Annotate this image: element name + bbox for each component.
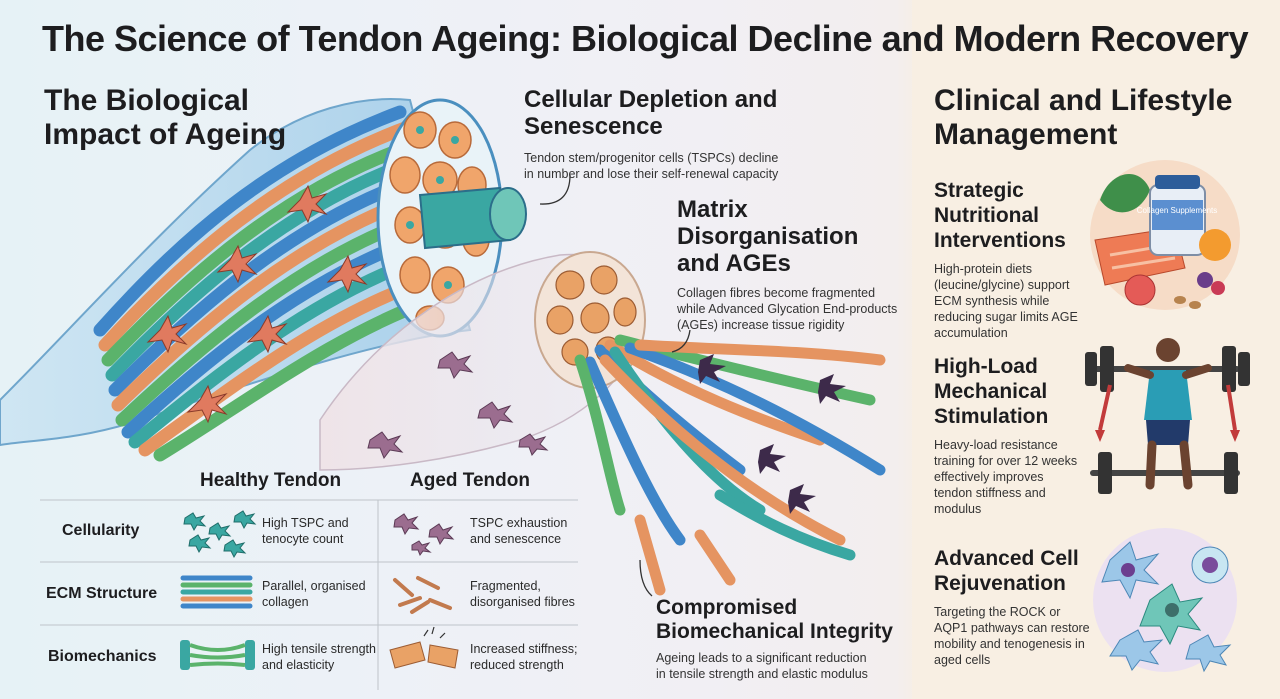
aged-collagen-icon <box>393 576 452 614</box>
nutrition-heading: Strategic Nutritional Interventions <box>934 179 1066 252</box>
cell-rejuvenation-illustration <box>1093 528 1237 673</box>
matrix-callout: Matrix Disorganisation and AGEs Collagen… <box>677 196 907 333</box>
biomech-callout: Compromised Biomechanical Integrity Agei… <box>656 596 906 682</box>
mechanical-item: High-Load Mechanical Stimulation Heavy-l… <box>934 354 1084 517</box>
healthy-collagen-icon <box>180 575 253 609</box>
comparison-table-grid <box>40 499 578 690</box>
right-section-heading: Clinical and Lifestyle Management <box>934 84 1233 151</box>
mechanical-text: Heavy-load resistance training for over … <box>934 438 1078 516</box>
left-section-heading: The Biological Impact of Ageing <box>44 84 287 151</box>
aged-tendon-bundle <box>319 251 886 596</box>
rejuvenation-text: Targeting the ROCK or AQP1 pathways can … <box>934 605 1090 667</box>
matrix-callout-heading: Matrix Disorganisation and AGEs <box>677 196 859 277</box>
table-row-label: Cellularity <box>62 522 140 539</box>
biomech-callout-heading: Compromised Biomechanical Integrity <box>656 596 893 643</box>
page-title: The Science of Tendon Ageing: Biological… <box>42 18 1249 59</box>
table-cell-aged: TSPC exhaustion and senescence <box>470 516 568 546</box>
table-header-aged: Aged Tendon <box>410 470 530 491</box>
aged-cell-icon <box>393 513 455 557</box>
callout-connectors <box>539 174 691 597</box>
cellular-callout-text: Tendon stem/progenitor cells (TSPCs) dec… <box>524 151 779 181</box>
table-row-label: Biomechanics <box>48 648 157 665</box>
table-cell-healthy: High tensile strength and elasticity <box>262 642 376 672</box>
table-cell-healthy: High TSPC and tenocyte count <box>262 516 349 546</box>
rejuvenation-item: Advanced Cell Rejuvenation Targeting the… <box>934 546 1099 668</box>
table-cell-aged: Fragmented, disorganised fibres <box>470 579 575 609</box>
biomech-callout-text: Ageing leads to a significant reduction … <box>656 651 868 681</box>
nutrition-item: Strategic Nutritional Interventions High… <box>934 178 1084 341</box>
healthy-tendon-bundle <box>0 98 527 462</box>
weightlifter-illustration <box>1085 338 1250 494</box>
cellular-callout: Cellular Depletion and Senescence Tendon… <box>524 86 784 182</box>
nutrition-text: High-protein diets (leucine/glycine) sup… <box>934 262 1078 340</box>
elastic-spring-icon <box>180 640 255 670</box>
cellular-callout-heading: Cellular Depletion and Senescence <box>524 86 778 140</box>
healthy-cell-icon <box>183 510 257 559</box>
table-header-healthy: Healthy Tendon <box>200 470 342 491</box>
table-cell-aged: Increased stiffness; reduced strength <box>470 642 578 672</box>
rejuvenation-heading: Advanced Cell Rejuvenation <box>934 547 1079 595</box>
matrix-callout-text: Collagen fibres become fragmented while … <box>677 286 898 332</box>
broken-tissue-icon <box>389 626 459 669</box>
table-row-label: ECM Structure <box>46 585 158 602</box>
table-cell-healthy: Parallel, organised collagen <box>262 579 366 609</box>
jar-label: Collagen Supplements <box>1137 206 1218 215</box>
nutrition-illustration: Collagen Supplements <box>1090 160 1240 310</box>
mechanical-heading: High-Load Mechanical Stimulation <box>934 355 1049 428</box>
